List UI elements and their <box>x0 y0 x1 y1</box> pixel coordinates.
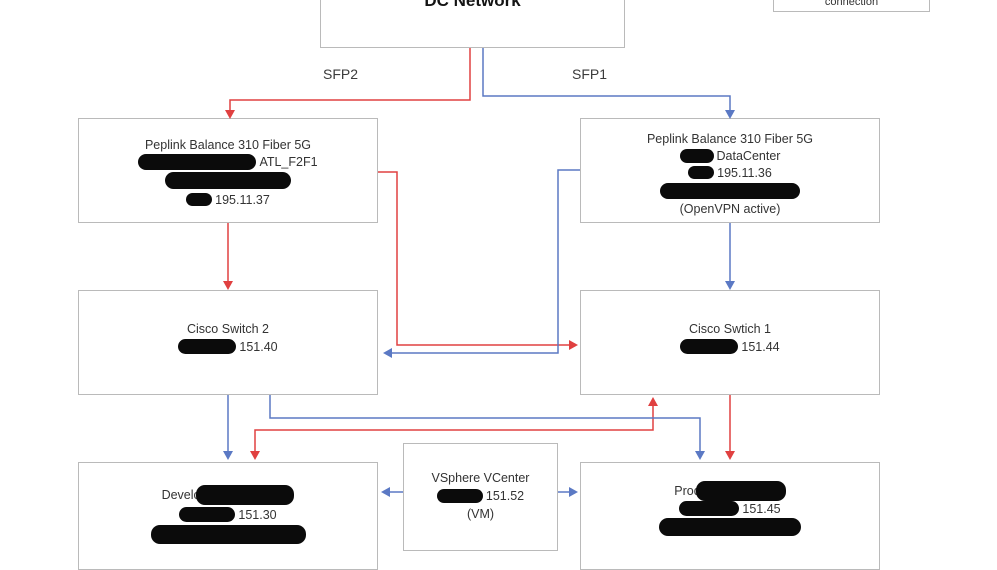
node-development[interactable]: Develop 151.30 <box>78 462 378 570</box>
node-ip: 151.45 <box>742 501 781 516</box>
redaction-blob <box>165 172 291 189</box>
redaction-blob <box>679 148 714 163</box>
redaction-blob <box>695 481 786 501</box>
node-ip-line: 195.11.37 <box>79 192 377 207</box>
node-ip: 151.52 <box>485 488 525 503</box>
arrowhead <box>223 281 233 290</box>
node-cisco-switch-1[interactable]: Cisco Swtich 1 151.44 <box>580 290 880 395</box>
blue-links <box>227 48 731 493</box>
arrowhead <box>695 451 705 460</box>
node-ip-line: 151.40 <box>79 339 377 354</box>
node-connection[interactable]: connection <box>773 0 930 12</box>
node-name-prefix: Develop <box>161 488 208 502</box>
node-ip: 151.40 <box>239 339 278 354</box>
redaction-blob <box>660 182 800 199</box>
node-name-suffix: ATL_F2F1 <box>259 154 318 169</box>
redaction-blob <box>186 193 213 206</box>
node-title-text: Peplink Balance 310 Fiber 5G <box>646 131 814 146</box>
arrowhead <box>569 340 578 350</box>
edge-label-sfp2: SFP2 <box>323 66 359 82</box>
node-name-line: ATL_F2F1 <box>79 153 377 170</box>
node-label: connection <box>824 0 879 8</box>
redaction-blob <box>150 525 306 544</box>
node-title: DC Network <box>424 0 521 10</box>
node-cisco-switch-2[interactable]: Cisco Switch 2 151.40 <box>78 290 378 395</box>
node-redacted-line <box>581 518 879 536</box>
redaction-blob <box>659 518 801 536</box>
node-name-line: Develop <box>79 485 377 505</box>
node-ip: 151.44 <box>741 339 780 354</box>
node-ip-line: 151.45 <box>581 501 879 516</box>
node-ip-line: 151.30 <box>79 507 377 522</box>
redaction-blob <box>196 485 295 505</box>
node-ip-line: 151.44 <box>581 339 879 354</box>
edge-peplink-atl-to-switch1 <box>378 171 569 346</box>
node-redacted-line <box>79 172 377 189</box>
node-peplink-atl[interactable]: Peplink Balance 310 Fiber 5G ATL_F2F1 19… <box>78 118 378 223</box>
node-production[interactable]: Prod 151.45 <box>580 462 880 570</box>
redaction-blob <box>680 339 739 354</box>
node-ip: 195.11.37 <box>215 192 270 207</box>
arrowhead <box>381 487 390 497</box>
node-name-suffix: DataCenter <box>716 148 781 163</box>
arrowhead <box>725 451 735 460</box>
node-name-prefix: Prod <box>674 484 701 498</box>
node-ip: 195.11.36 <box>717 165 772 180</box>
node-title-text: Cisco Switch 2 <box>187 321 269 336</box>
node-title-text: Peplink Balance 310 Fiber 5G <box>144 137 312 152</box>
node-ip: 151.30 <box>238 507 277 522</box>
arrowhead <box>383 348 392 358</box>
node-title: Cisco Swtich 1 <box>581 321 879 336</box>
redaction-blob <box>138 153 257 170</box>
node-title: Peplink Balance 310 Fiber 5G <box>79 137 377 152</box>
redaction-blob <box>679 501 740 516</box>
arrowhead <box>223 451 233 460</box>
arrowhead <box>250 451 260 460</box>
node-name-line: DataCenter <box>581 148 879 163</box>
redaction-blob <box>436 488 483 503</box>
node-status: (OpenVPN active) <box>581 201 879 216</box>
node-subtitle-text: (VM) <box>466 506 495 521</box>
node-title-text: Cisco Swtich 1 <box>689 321 771 336</box>
node-redacted-line <box>79 525 377 544</box>
node-ip-line: 195.11.36 <box>581 165 879 180</box>
node-name-line: Prod <box>581 481 879 501</box>
node-dc-network[interactable]: DC Network <box>320 0 625 48</box>
node-status-text: (OpenVPN active) <box>679 201 781 216</box>
node-title: VSphere VCenter <box>404 470 557 485</box>
node-title: Peplink Balance 310 Fiber 5G <box>581 131 879 146</box>
node-title-text: VSphere VCenter <box>431 470 530 485</box>
arrowhead <box>648 397 658 406</box>
node-peplink-dc[interactable]: Peplink Balance 310 Fiber 5G DataCenter … <box>580 118 880 223</box>
edge-peplink-dc-to-switch2 <box>392 169 580 354</box>
arrowhead <box>725 281 735 290</box>
redaction-blob <box>178 339 237 354</box>
node-subtitle: (VM) <box>404 506 557 521</box>
node-redacted-line <box>581 182 879 199</box>
redaction-blob <box>688 166 715 179</box>
node-ip-line: 151.52 <box>404 488 557 503</box>
node-title: Cisco Switch 2 <box>79 321 377 336</box>
node-vsphere-vcenter[interactable]: VSphere VCenter 151.52 (VM) <box>403 443 558 551</box>
redaction-blob <box>179 507 236 522</box>
arrowhead <box>569 487 578 497</box>
edge-label-sfp1: SFP1 <box>572 66 608 82</box>
